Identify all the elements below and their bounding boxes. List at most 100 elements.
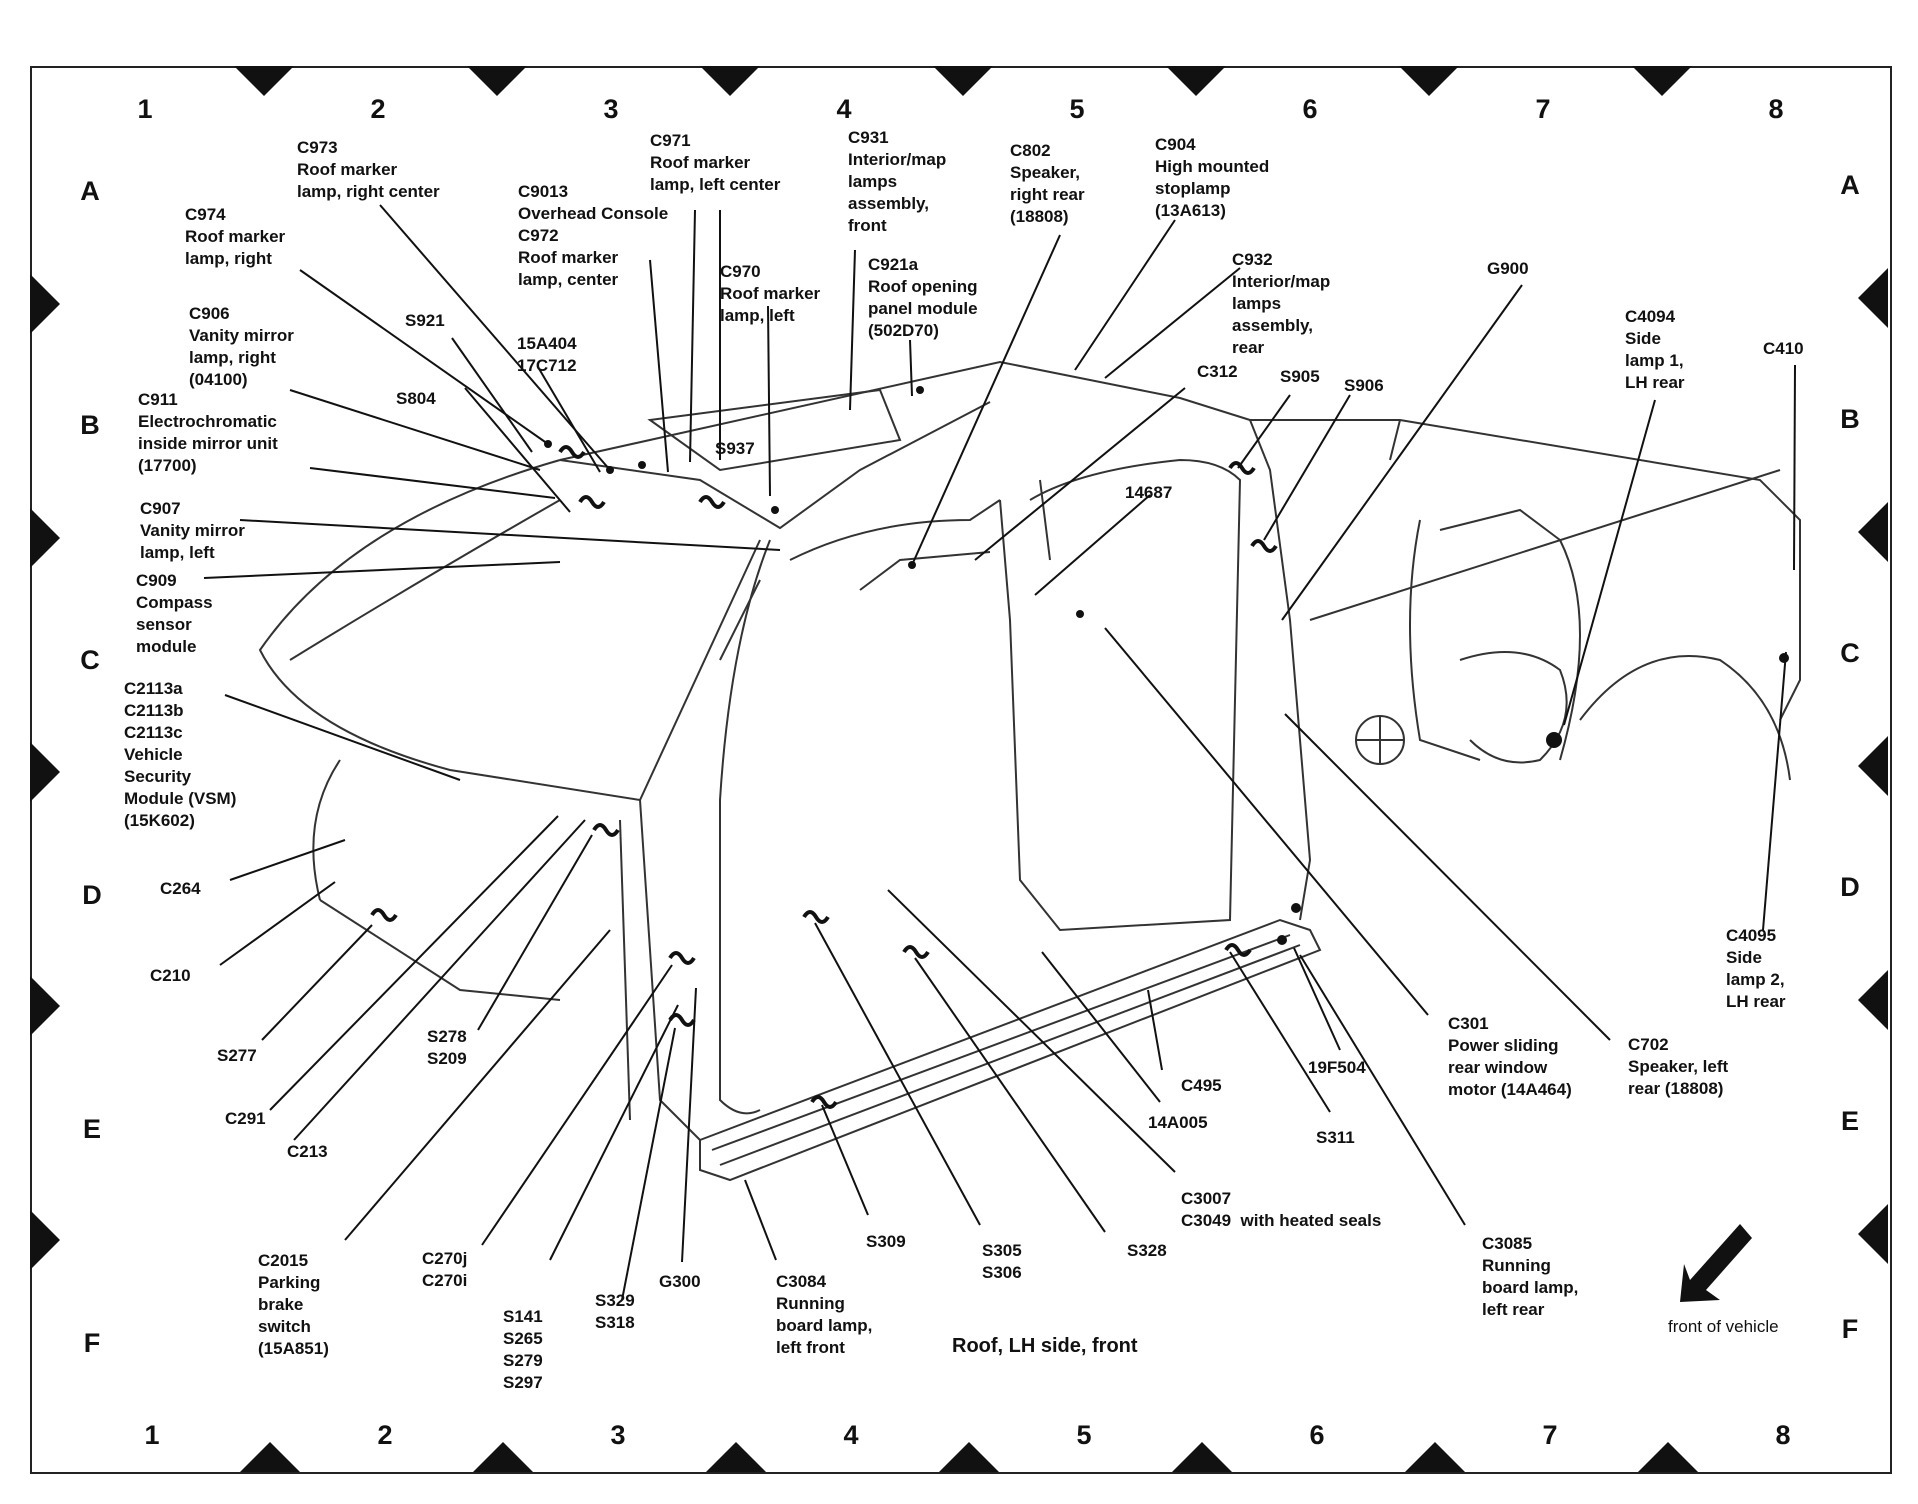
grid-col-bottom-4: 4 (843, 1420, 859, 1450)
grid-marker-right (1858, 970, 1888, 1030)
grid-marker-top (234, 66, 294, 96)
label-c213: C213 (287, 1142, 328, 1161)
splice-symbols (370, 445, 1278, 1109)
label-s905: S905 (1280, 367, 1320, 386)
label-c270: C270j C270i (422, 1249, 468, 1290)
grid-col-top-6: 6 (1302, 94, 1318, 124)
label-c410: C410 (1763, 339, 1804, 358)
label-s278: S278 S209 (427, 1027, 467, 1068)
grid-marker-bottom (706, 1442, 766, 1472)
grid-marker-top (700, 66, 760, 96)
label-c921a: C921a Roof opening panel module (502D70) (868, 255, 978, 340)
grid-row-right-b: B (1840, 404, 1860, 434)
grid-col-top-3: 3 (603, 94, 619, 124)
splice-symbol (370, 908, 398, 922)
label-s141: S141 S265 S279 S297 (503, 1307, 543, 1392)
grid-marker-right (1858, 268, 1888, 328)
label-s328: S328 (1127, 1241, 1167, 1260)
grid-marker-right (1858, 1204, 1888, 1264)
label-g900: G900 (1487, 259, 1529, 278)
diagram-caption: Roof, LH side, front (952, 1335, 1138, 1357)
label-c291: C291 (225, 1109, 266, 1128)
label-15a404: 15A404 17C712 (517, 334, 577, 375)
label-19f504: 19F504 (1308, 1058, 1366, 1077)
grid-marker-right (1858, 502, 1888, 562)
grid-col-top-8: 8 (1768, 94, 1784, 124)
label-c932: C932 Interior/map lamps assembly, rear (1232, 250, 1331, 357)
grid-row-left-c: C (80, 645, 100, 675)
front-of-vehicle-label: front of vehicle (1668, 1317, 1779, 1336)
label-c264: C264 (160, 879, 201, 898)
grid-col-top-2: 2 (370, 94, 386, 124)
grid-marker-bottom (473, 1442, 533, 1472)
leader-lines (203, 204, 1796, 1301)
grid-col-top-7: 7 (1535, 94, 1551, 124)
label-c3085: C3085 Running board lamp, left rear (1482, 1234, 1579, 1319)
grid-col-bottom-8: 8 (1775, 1420, 1791, 1450)
label-c4095: C4095 Side lamp 2, LH rear (1726, 926, 1786, 1011)
grid-marker-right (1858, 736, 1888, 796)
splice-symbol (802, 910, 830, 924)
label-c970: C970 Roof marker lamp, left (720, 262, 821, 325)
grid-row-right-e: E (1840, 1106, 1859, 1136)
splice-symbol (1224, 943, 1252, 957)
label-c904: C904 High mounted stoplamp (13A613) (1155, 135, 1270, 220)
grid-marker-left (30, 742, 60, 802)
grid-col-top-5: 5 (1069, 94, 1085, 124)
grid-marker-bottom (240, 1442, 300, 1472)
grid-marker-top (933, 66, 993, 96)
label-c973: C973 Roof marker lamp, right center (297, 138, 440, 201)
label-s329: S329 S318 (595, 1291, 635, 1332)
grid-col-top-4: 4 (836, 94, 852, 124)
label-c702: C702 Speaker, left rear (18808) (1628, 1035, 1729, 1098)
label-c2015: C2015 Parking brake switch (15A851) (258, 1251, 329, 1358)
label-g300: G300 (659, 1272, 701, 1291)
grid-marker-top (1632, 66, 1692, 96)
label-s906: S906 (1344, 376, 1384, 395)
grid-marker-bottom (939, 1442, 999, 1472)
label-c802: C802 Speaker, right rear (18808) (1010, 141, 1085, 226)
splice-symbol (1228, 461, 1256, 475)
grid-row-right-c: C (1840, 638, 1860, 668)
grid-marker-left (30, 508, 60, 568)
splice-symbol (578, 495, 606, 509)
grid-marker-top (1166, 66, 1226, 96)
grid-col-bottom-5: 5 (1076, 1420, 1092, 1450)
label-c495: C495 (1181, 1076, 1222, 1095)
label-c9013: C9013 Overhead Console C972 Roof marker … (518, 182, 669, 289)
label-c2113: C2113a C2113b C2113c Vehicle Security Mo… (124, 679, 237, 830)
grid-row-left-b: B (80, 410, 100, 440)
label-c909: C909 Compass sensor module (136, 571, 213, 656)
label-s804: S804 (396, 389, 436, 408)
splice-symbol (1250, 539, 1278, 553)
label-c210: C210 (150, 966, 191, 985)
grid-row-left-e: E (82, 1114, 101, 1144)
splice-symbol (558, 445, 586, 459)
label-c3007: C3007 C3049 with heated seals (1181, 1189, 1382, 1230)
label-s311: S311 (1316, 1128, 1355, 1147)
grid-col-bottom-2: 2 (377, 1420, 393, 1450)
grid-marker-left (30, 274, 60, 334)
label-c301: C301 Power sliding rear window motor (14… (1448, 1014, 1572, 1099)
label-s937: S937 (715, 439, 755, 458)
grid-marker-bottom (1638, 1442, 1698, 1472)
grid-row-left-a: A (80, 176, 100, 206)
label-14687: 14687 (1125, 483, 1173, 502)
label-s921: S921 (405, 311, 445, 330)
splice-symbol (810, 1095, 838, 1109)
label-c907: C907 Vanity mirror lamp, left (140, 499, 245, 562)
splice-symbol (668, 951, 696, 965)
grid-row-right-a: A (1840, 170, 1860, 200)
grid-col-bottom-3: 3 (610, 1420, 626, 1450)
label-c931: C931 Interior/map lamps assembly, front (848, 128, 947, 235)
grid-col-bottom-7: 7 (1542, 1420, 1558, 1450)
splice-symbol (698, 495, 726, 509)
grid-row-left-d: D (82, 880, 102, 910)
label-s305: S305 S306 (982, 1241, 1022, 1282)
grid-col-top-1: 1 (137, 94, 153, 124)
label-s309: S309 (866, 1232, 906, 1251)
vehicle-outline (258, 360, 1801, 1182)
grid-marker-bottom (1405, 1442, 1465, 1472)
label-s277: S277 (217, 1046, 257, 1065)
